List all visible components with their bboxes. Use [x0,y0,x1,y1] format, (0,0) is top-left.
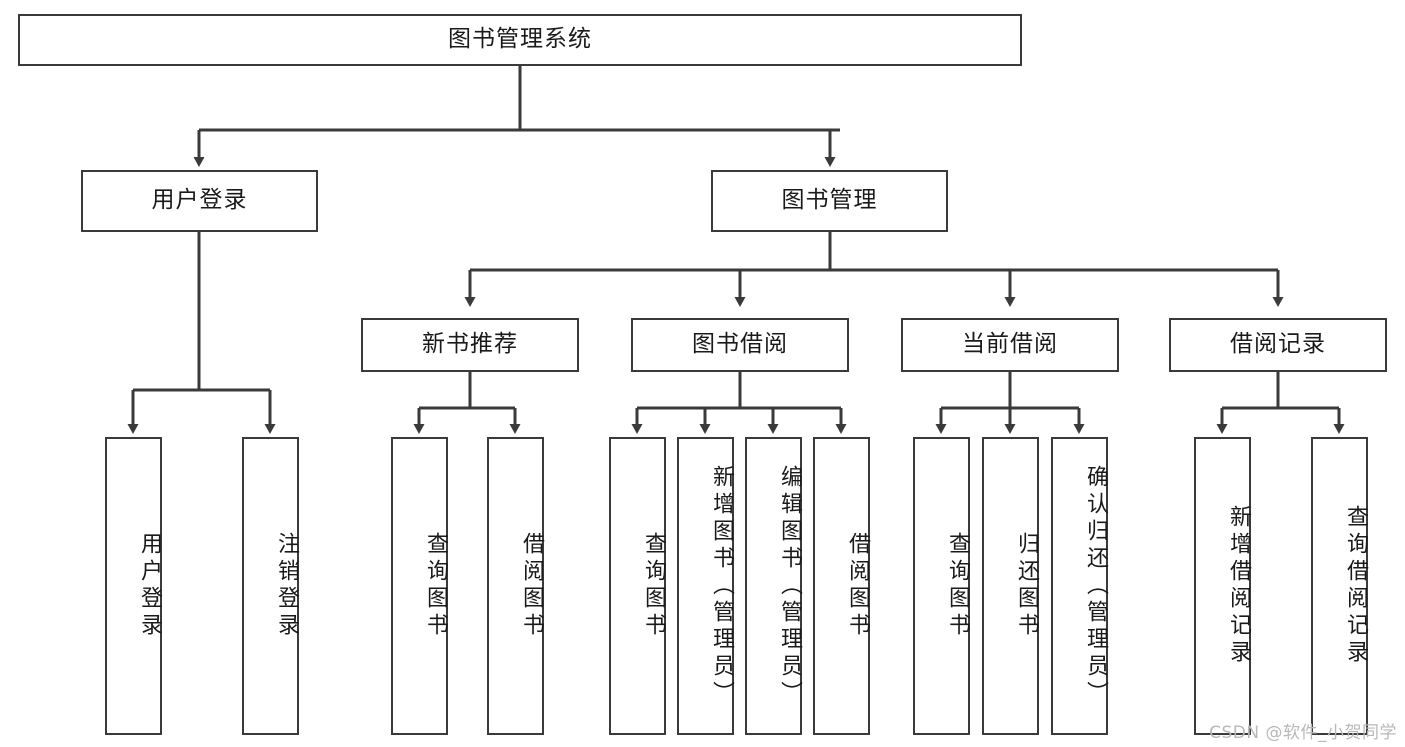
watermark: CSDN @软件_小贺同学 [1209,723,1397,743]
leaf-borrow-query-book[interactable]: 查询图书 [609,437,666,735]
node-label: 查询借阅记录 [1343,505,1368,667]
leaf-recommend-borrow-book[interactable]: 借阅图书 [487,437,544,735]
leaf-borrow-edit-book[interactable]: 编辑图书（管理员） [745,437,802,735]
node-label: 当前借阅 [962,331,1058,358]
node-label: 新书推荐 [422,331,518,358]
leaf-current-query-book[interactable]: 查询图书 [913,437,970,735]
node-label: 借阅图书 [519,532,544,640]
leaf-record-query-record[interactable]: 查询借阅记录 [1311,437,1368,735]
leaf-borrow-borrow-book[interactable]: 借阅图书 [813,437,870,735]
node-label: 新增图书（管理员） [709,464,734,708]
node-label: 图书借阅 [692,331,788,358]
node-label: 确认归还（管理员） [1083,464,1108,708]
node-label: 用户登录 [151,187,248,214]
node-label: 查询图书 [423,532,448,640]
node-label: 借阅图书 [845,532,870,640]
node-book-borrow[interactable]: 图书借阅 [631,318,849,372]
node-label: 查询图书 [945,532,970,640]
leaf-user-login-login[interactable]: 用户登录 [105,437,162,735]
node-label: 注销登录 [274,532,299,640]
node-new-book-recommend[interactable]: 新书推荐 [361,318,579,372]
node-label: 借阅记录 [1230,331,1326,358]
leaf-record-add-record[interactable]: 新增借阅记录 [1194,437,1251,735]
leaf-current-return-book[interactable]: 归还图书 [982,437,1039,735]
node-label: 编辑图书（管理员） [777,464,802,708]
leaf-user-login-logout[interactable]: 注销登录 [242,437,299,735]
node-label: 用户登录 [137,532,162,640]
node-label: 查询图书 [641,532,666,640]
node-book-management[interactable]: 图书管理 [711,170,948,232]
node-root-system[interactable]: 图书管理系统 [18,14,1022,66]
node-label: 图书管理系统 [448,26,592,53]
node-borrow-record[interactable]: 借阅记录 [1169,318,1387,372]
node-user-login[interactable]: 用户登录 [81,170,318,232]
leaf-current-confirm-return[interactable]: 确认归还（管理员） [1051,437,1108,735]
node-label: 新增借阅记录 [1226,505,1251,667]
node-label: 图书管理 [781,187,878,214]
leaf-recommend-query-book[interactable]: 查询图书 [391,437,448,735]
node-label: 归还图书 [1014,532,1039,640]
node-current-borrow[interactable]: 当前借阅 [901,318,1119,372]
leaf-borrow-add-book[interactable]: 新增图书（管理员） [677,437,734,735]
